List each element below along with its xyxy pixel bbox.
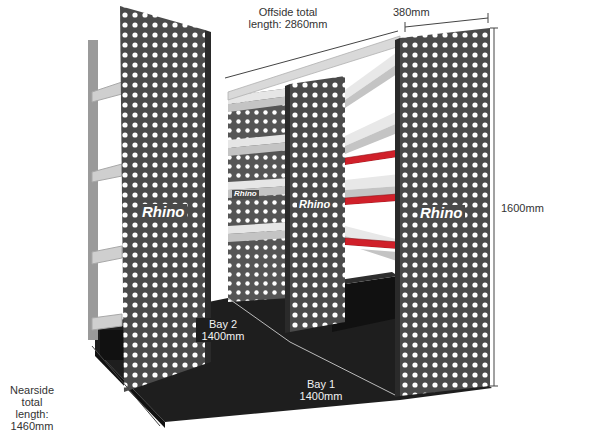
brand-logo: Rhino: [140, 204, 187, 221]
nearside-shelves: [92, 82, 122, 330]
middle-upright-edge: [285, 84, 290, 333]
offside-front-upright: [400, 28, 490, 396]
bay-dimension: Bay 2 1400mm: [196, 318, 250, 342]
middle-upright: [290, 76, 345, 332]
bay-dimension: Bay 1 1400mm: [294, 378, 348, 402]
offside-length-dimension: Offside total length: 2860mm: [245, 6, 331, 30]
nearside-upright-edge: [205, 30, 211, 364]
height-dimension: 1600mm: [500, 202, 545, 214]
brand-logo: Rhino: [418, 205, 465, 222]
nearside-front-upright: [120, 6, 205, 392]
offside-upright-edge: [395, 38, 400, 397]
bay2-shelves: [228, 88, 290, 242]
red-drawers: [345, 150, 398, 249]
brand-logo: Rhino: [232, 190, 259, 199]
rear-upright: [228, 88, 290, 302]
drawer-fronts: [345, 157, 398, 252]
nearside-floor-box: [100, 330, 125, 360]
dimension-lines: [92, 13, 498, 426]
nearside-length-dimension: Nearside total length: 1460mm: [3, 384, 61, 432]
bay1-shelves: [345, 50, 400, 262]
depth-dimension: 380mm: [392, 6, 431, 18]
nearside-rear-post: [88, 40, 98, 340]
brand-logo: Rhino: [297, 198, 332, 210]
